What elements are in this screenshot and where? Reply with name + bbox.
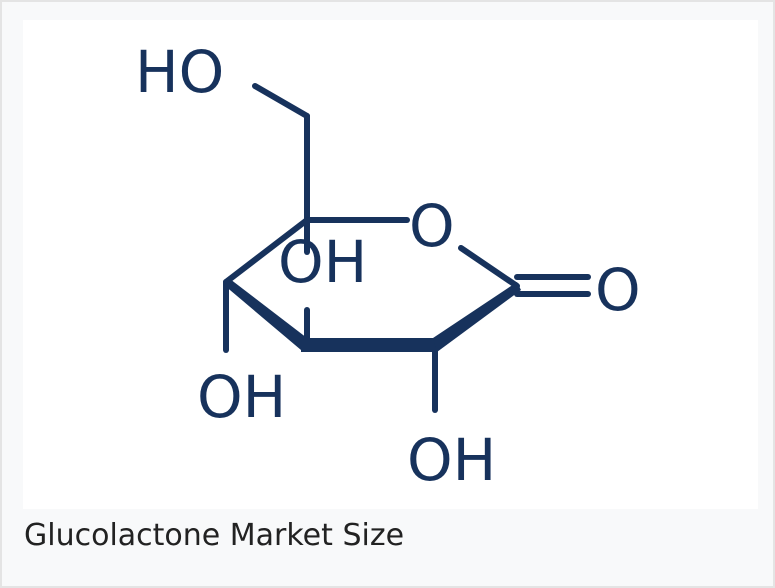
label-ring-oxygen: O xyxy=(409,192,455,260)
wedge-c2-c1 xyxy=(433,282,521,352)
bond-ring-oxygen-c1 xyxy=(458,245,520,289)
glucolactone-structure: HO O O OH OH OH xyxy=(135,38,641,494)
bold-c3-c2 xyxy=(301,338,437,352)
bond-c5-c4 xyxy=(223,217,310,285)
image-caption: Glucolactone Market Size xyxy=(24,518,405,553)
label-hydroxyl-c4: OH xyxy=(278,228,367,296)
label-hydroxyl-c2: OH xyxy=(407,426,496,494)
label-hydroxymethyl: HO xyxy=(135,38,224,106)
molecule-diagram: HO O O OH OH OH xyxy=(23,20,758,509)
label-carbonyl-oxygen: O xyxy=(595,256,641,324)
bond-lines xyxy=(223,83,591,413)
bond-ho-ch2 xyxy=(252,83,310,119)
wedge-c4-c3 xyxy=(224,279,307,350)
label-hydroxyl-c3: OH xyxy=(197,363,286,431)
wedge-bonds xyxy=(224,279,521,352)
